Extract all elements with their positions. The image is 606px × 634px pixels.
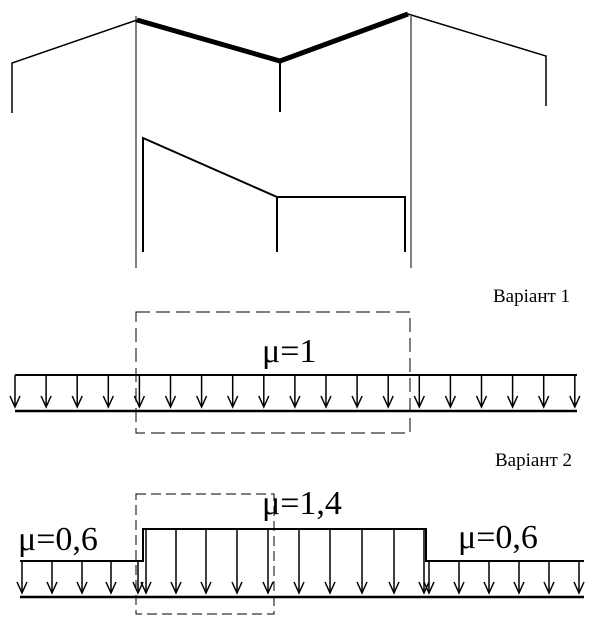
right-roof-span (407, 13, 547, 106)
variant-1-load-arrow (258, 375, 270, 409)
variant-1-load-arrow (164, 375, 177, 409)
variant-2-load-arrow-high (170, 529, 182, 595)
variant-2-load-arrow-high (356, 529, 368, 595)
variant-2-load-profile (20, 528, 584, 562)
variant-1-load-arrow (475, 375, 488, 409)
variant-2-load-arrow-low (573, 561, 585, 595)
variant-2-load-arrow-low (483, 561, 495, 595)
variant-1-load-arrow (289, 375, 301, 409)
variant-1-load-arrow (444, 375, 457, 409)
variant-1-load-arrow (506, 375, 519, 409)
variant-1-label: Варіант 1 (493, 286, 570, 307)
variant-1-load-arrow (40, 375, 52, 409)
variant-2-load-arrow-low (46, 561, 58, 595)
variant-1-load-arrow (227, 375, 239, 409)
variant-2-load-arrow-low (453, 561, 465, 595)
variant-1-load-arrow (538, 375, 550, 409)
building-section (11, 11, 547, 268)
variant-1-load-arrow (569, 375, 581, 409)
variant-1-load-arrow (382, 375, 394, 409)
variant-1-mu-label: μ=1 (262, 333, 316, 370)
variant-1-load-arrow (102, 375, 114, 409)
variant-1-load-arrow (320, 375, 332, 409)
variant-2-load-arrow-low (513, 561, 525, 595)
variant-2-dashed-frame (135, 493, 275, 615)
left-roof-span (11, 19, 138, 113)
variant-2-load-arrow-high (388, 529, 400, 595)
variant-1-load-arrow (413, 375, 425, 409)
variant-1-load-arrows (9, 375, 581, 409)
central-roof-valley (136, 11, 409, 64)
variant-2-load-arrow-high (140, 529, 152, 595)
variant-2-load-arrow-high (324, 529, 336, 595)
lower-building-profile (142, 136, 406, 252)
variant-2-load-arrow-low (105, 561, 117, 595)
variant-2-load-arrow-low (76, 561, 88, 595)
variant-2-load-arrow-low (132, 561, 144, 595)
variant-2-mu-right-label: μ=0,6 (458, 519, 538, 556)
variant-2-load-arrow-high (293, 529, 305, 595)
variant-2-load-arrow-high (231, 529, 243, 595)
variant-1-load-arrow (133, 375, 146, 409)
variant-2-mu-center-label: μ=1,4 (262, 485, 342, 522)
variant-1-load-arrow (71, 375, 83, 409)
variant-2-load-arrow-high (262, 529, 274, 595)
variant-1: Варіант 1 μ=1 (9, 286, 581, 434)
variant-2-load-arrow-low (16, 561, 28, 595)
variant-1-load-arrow (9, 375, 21, 409)
variant-2: Варіант 2 μ=0,6 μ=1,4 μ=0,6 (16, 450, 585, 615)
variant-1-dashed-frame (135, 311, 411, 434)
variant-2-label: Варіант 2 (495, 450, 572, 471)
variant-2-load-arrows (16, 529, 585, 595)
variant-1-load-arrow (351, 375, 363, 409)
variant-1-load-arrow (195, 375, 208, 409)
variant-2-load-arrow-high (200, 529, 212, 595)
variant-2-load-arrow-low (543, 561, 555, 595)
variant-2-mu-left-label: μ=0,6 (18, 521, 98, 558)
variant-2-load-arrow-low (423, 561, 435, 595)
